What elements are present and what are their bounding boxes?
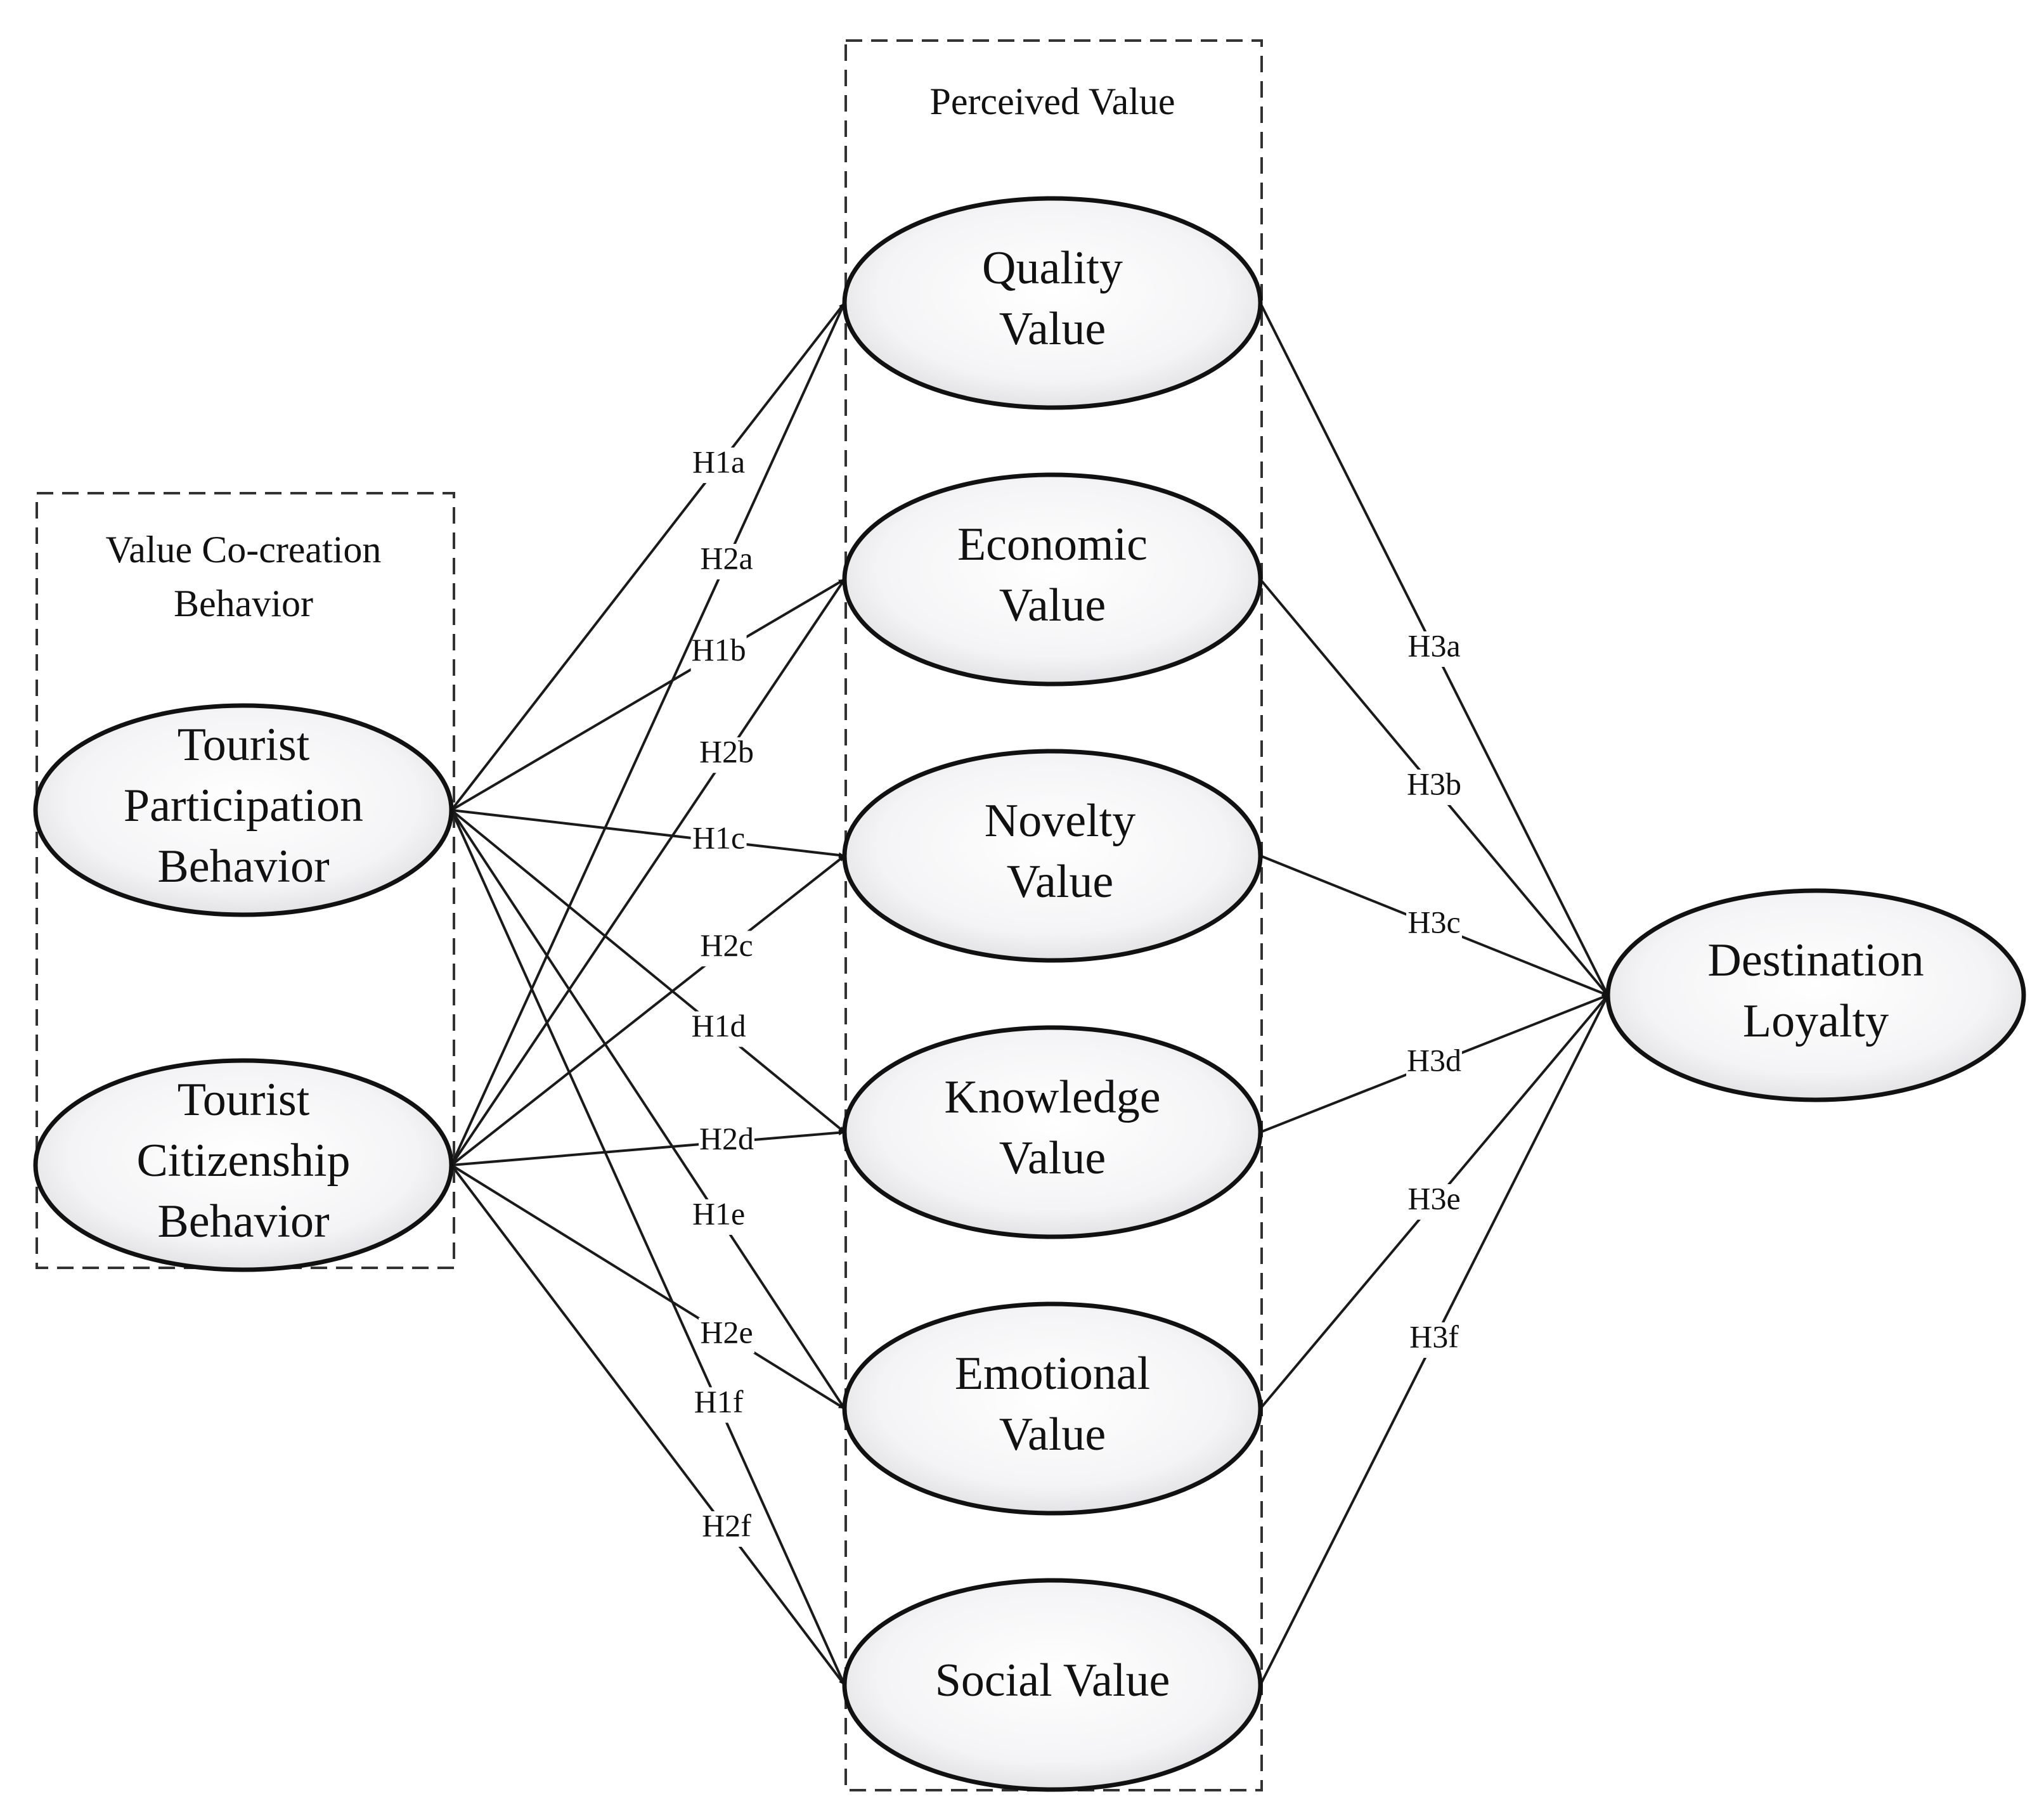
- edge-label-bg-h2e: [699, 1317, 754, 1353]
- edge-h1f: [450, 810, 846, 1686]
- edge-label-bg-h3c: [1406, 908, 1462, 943]
- node-knowledge-value-line2: Value: [999, 1132, 1106, 1184]
- node-tourist-citizenship-behavior-line1: Tourist: [178, 1074, 310, 1126]
- node-tourist-participation-behavior: Tourist Participation Behavior: [33, 703, 454, 917]
- edge-label-h2e: H2e: [700, 1314, 753, 1350]
- edge-h2f: [450, 1164, 846, 1686]
- node-novelty-value: Novelty Value: [842, 749, 1263, 963]
- edge-label-h2b: H2b: [699, 734, 754, 770]
- edge-label-bg-h2c: [699, 931, 754, 967]
- edge-label-bg-h3d: [1406, 1046, 1462, 1081]
- node-social-value-line1: Social Value: [935, 1655, 1170, 1707]
- edge-label-h2d: H2d: [699, 1121, 754, 1156]
- edge-label-bg-h2a: [699, 544, 754, 579]
- group-title-perceived-value: Perceived Value: [929, 81, 1175, 122]
- node-economic-value-line2: Value: [999, 579, 1106, 631]
- node-novelty-value-shape: [842, 749, 1263, 963]
- node-social-value: Social Value: [842, 1578, 1263, 1792]
- edge-label-bg-h2f: [699, 1511, 754, 1547]
- edge-h2d: [451, 1130, 845, 1166]
- edge-label-h1c: H1c: [692, 820, 745, 855]
- edge-label-bg-h3a: [1406, 631, 1462, 667]
- node-quality-value-shape: [842, 196, 1263, 410]
- node-emotional-value-line1: Emotional: [955, 1348, 1150, 1400]
- edge-h1d: [450, 809, 846, 1133]
- node-emotional-value: Emotional Value: [842, 1301, 1263, 1516]
- edge-h1e: [450, 809, 846, 1410]
- edge-label-h3b: H3b: [1407, 766, 1461, 801]
- edge-label-h1f: H1f: [694, 1384, 744, 1419]
- edge-label-h3a: H3a: [1407, 628, 1460, 663]
- edge-label-bg-h1b: [690, 635, 747, 671]
- edge-label-h1a: H1a: [692, 444, 745, 479]
- edge-label-h3d: H3d: [1407, 1042, 1461, 1078]
- node-tourist-citizenship-behavior-shape: [33, 1058, 454, 1272]
- node-quality-value: Quality Value: [842, 196, 1263, 410]
- nodes-layer: Tourist Participation Behavior Tourist C…: [33, 196, 2026, 1792]
- edge-label-h3c: H3c: [1407, 904, 1460, 939]
- edge-h2a: [450, 302, 846, 1166]
- edge-h1c: [451, 809, 845, 858]
- node-emotional-value-shape: [842, 1301, 1263, 1516]
- edge-label-bg-h2d: [699, 1124, 754, 1160]
- node-knowledge-value: Knowledge Value: [842, 1025, 1263, 1239]
- edge-label-bg-h1e: [690, 1199, 747, 1235]
- edge-label-h2a: H2a: [700, 540, 753, 576]
- node-knowledge-value-shape: [842, 1025, 1263, 1239]
- edge-h1b: [450, 578, 846, 811]
- edge-h2b: [450, 578, 846, 1166]
- node-tourist-participation-behavior-shape: [33, 703, 454, 917]
- edge-h2c: [450, 855, 846, 1166]
- node-social-value-shape: [842, 1578, 1263, 1792]
- edge-label-bg-h2b: [699, 737, 754, 773]
- node-tourist-citizenship-behavior-line2: Citizenship: [136, 1135, 350, 1187]
- edge-label-bg-h1f: [690, 1387, 747, 1423]
- group-value-cocreation: Value Co-creation Behavior: [36, 492, 455, 1269]
- node-novelty-value-line2: Value: [1007, 856, 1114, 908]
- edge-label-h1b: H1b: [692, 632, 746, 668]
- edge-label-h2f: H2f: [702, 1507, 751, 1543]
- node-tourist-citizenship-behavior: Tourist Citizenship Behavior: [33, 1058, 454, 1272]
- node-economic-value-shape: [842, 472, 1263, 687]
- node-destination-loyalty-shape: [1605, 888, 2026, 1102]
- edge-label-bg-h3b: [1406, 770, 1462, 805]
- edge-label-h1e: H1e: [692, 1196, 745, 1231]
- node-destination-loyalty: Destination Loyalty: [1605, 888, 2026, 1102]
- node-emotional-value-line2: Value: [999, 1409, 1106, 1461]
- node-tourist-participation-behavior-line2: Participation: [124, 780, 363, 832]
- edge-h2e: [450, 1164, 846, 1410]
- group-title-value-cocreation-line1: Value Co-creation: [106, 529, 382, 571]
- edge-label-h3e: H3e: [1407, 1180, 1460, 1216]
- edge-label-bg-h1c: [690, 823, 747, 859]
- edge-label-bg-h1a: [690, 448, 747, 483]
- node-knowledge-value-line1: Knowledge: [944, 1071, 1160, 1123]
- node-tourist-participation-behavior-line3: Behavior: [157, 841, 329, 893]
- node-economic-value: Economic Value: [842, 472, 1263, 687]
- node-destination-loyalty-line1: Destination: [1707, 934, 1924, 986]
- node-tourist-citizenship-behavior-line3: Behavior: [157, 1196, 329, 1248]
- node-destination-loyalty-line2: Loyalty: [1743, 995, 1889, 1047]
- node-quality-value-line2: Value: [999, 303, 1106, 355]
- node-tourist-participation-behavior-line1: Tourist: [178, 719, 310, 771]
- node-quality-value-line1: Quality: [982, 242, 1123, 294]
- edge-label-bg-h3e: [1406, 1184, 1462, 1220]
- edge-label-h3f: H3f: [1409, 1319, 1459, 1354]
- edge-label-bg-h3f: [1406, 1322, 1462, 1358]
- node-economic-value-line1: Economic: [957, 519, 1148, 571]
- edge-label-h1d: H1d: [692, 1008, 746, 1043]
- node-novelty-value-line1: Novelty: [985, 795, 1135, 847]
- group-perceived-value: Perceived Value: [844, 39, 1263, 1791]
- edge-label-h2c: H2c: [700, 927, 753, 963]
- group-title-value-cocreation-line2: Behavior: [174, 583, 313, 624]
- edge-label-bg-h1d: [690, 1011, 747, 1047]
- edge-h1a: [450, 302, 846, 811]
